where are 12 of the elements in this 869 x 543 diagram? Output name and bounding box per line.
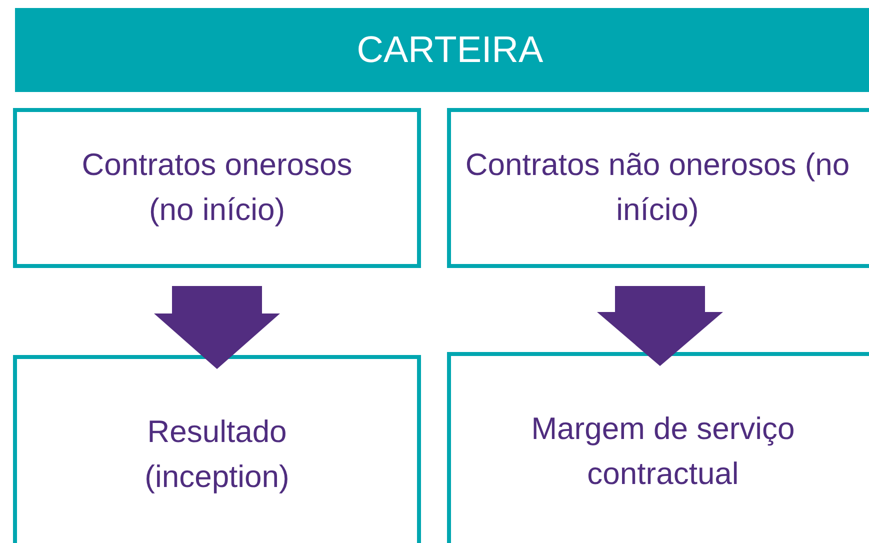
- box-label: Margem de serviço contractual: [530, 410, 796, 493]
- box-label: Contratos não onerosos (no início): [464, 146, 851, 229]
- header-title: CARTEIRA: [356, 29, 544, 71]
- block-arrow: [154, 286, 280, 369]
- box-label: Contratos onerosos (no início): [80, 146, 354, 229]
- header-band: [15, 8, 869, 92]
- process-box: [13, 108, 421, 268]
- process-box: [447, 352, 869, 543]
- block-arrow: [597, 286, 723, 366]
- box-label: Resultado (inception): [144, 413, 290, 496]
- process-box: [447, 108, 869, 268]
- process-box: [13, 355, 421, 543]
